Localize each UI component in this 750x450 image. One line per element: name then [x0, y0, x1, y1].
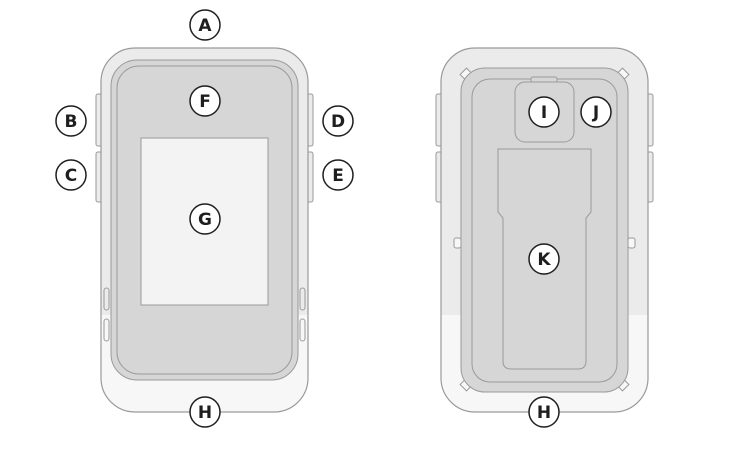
callout-b-label: B	[65, 112, 78, 132]
callout-h-back: H	[528, 396, 560, 428]
front-slot-left-1	[103, 287, 110, 311]
callout-i: I	[528, 96, 560, 128]
callout-d-label: D	[331, 112, 345, 132]
callout-j-label: J	[592, 103, 599, 123]
callout-i-label: I	[541, 103, 547, 123]
callout-e: E	[322, 159, 354, 191]
callout-f: F	[189, 85, 221, 117]
back-side-clip-left	[453, 237, 462, 249]
callout-g: G	[189, 203, 221, 235]
callout-d: D	[322, 105, 354, 137]
back-side-clip-right	[627, 237, 636, 249]
callout-h-front-label: H	[198, 403, 212, 423]
callout-g-label: G	[198, 210, 212, 230]
callout-h-back-label: H	[537, 403, 551, 423]
front-slot-right-1	[299, 287, 306, 311]
callout-c-label: C	[65, 166, 77, 186]
front-slot-right-2	[299, 318, 306, 342]
callout-f-label: F	[199, 92, 211, 112]
callout-e-label: E	[332, 166, 344, 186]
callout-h-front: H	[189, 396, 221, 428]
callout-k-label: K	[537, 250, 551, 270]
front-slot-left-2	[103, 318, 110, 342]
callout-j: J	[580, 96, 612, 128]
callout-b: B	[55, 105, 87, 137]
callout-k: K	[528, 243, 560, 275]
back-view	[435, 47, 654, 413]
callout-c: C	[55, 159, 87, 191]
callout-a: A	[189, 9, 221, 41]
callout-a-label: A	[198, 16, 212, 36]
